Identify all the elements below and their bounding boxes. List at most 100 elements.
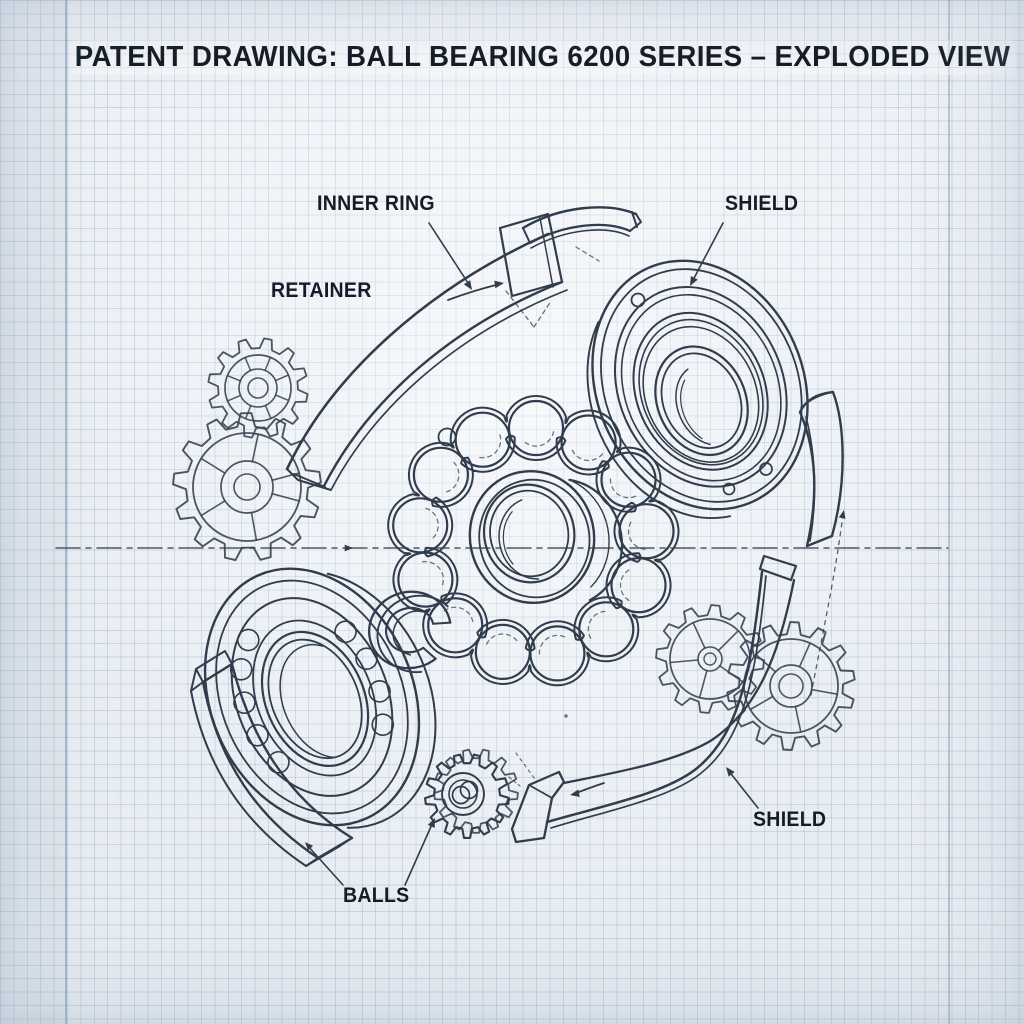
leader-shield-top	[691, 222, 724, 283]
arc-outer-edge-2	[550, 575, 767, 829]
ball-highlight	[421, 560, 445, 587]
hub-face	[478, 478, 591, 599]
pinion-bore	[451, 785, 471, 805]
construction-dash	[508, 776, 521, 787]
sketch-line	[717, 629, 740, 652]
shield-hole	[759, 462, 773, 476]
page-title: PATENT DRAWING: BALL BEARING 6200 SERIES…	[70, 40, 1016, 75]
ball-highlight	[609, 476, 637, 499]
pinion-front-outline	[424, 753, 511, 839]
gear-outline	[726, 621, 856, 751]
sketch-line	[250, 511, 258, 541]
cage-rivet	[437, 427, 457, 447]
arc-top-end-face	[758, 554, 798, 582]
left-margin-shade	[0, 0, 65, 1024]
ball	[560, 414, 617, 471]
gear-outline	[207, 337, 309, 439]
hub-bore-back	[498, 499, 540, 580]
ball-highlight	[444, 461, 460, 493]
shield-groove	[632, 311, 769, 471]
leader-shield-bottom	[727, 769, 759, 809]
raceway-ball	[355, 647, 378, 671]
ball-highlight	[627, 520, 646, 550]
inner-ring-end-face	[286, 468, 332, 491]
sketch-ellipse	[247, 377, 269, 399]
arc-inner-edge	[562, 578, 796, 785]
wedge-tab-block	[498, 212, 564, 298]
center-axis-arrowhead	[344, 544, 353, 552]
inner-ring-inner-edge	[322, 280, 564, 488]
outer-ring-rim-2	[215, 579, 409, 815]
raceway-ball	[267, 750, 290, 774]
shield-disc-top-right	[586, 259, 809, 519]
sketch-line	[200, 457, 226, 474]
inner-ring-segment	[285, 232, 568, 491]
ball	[610, 557, 667, 614]
cage-outer-edge	[387, 395, 680, 687]
sketch-line	[749, 695, 774, 711]
construction-dash	[505, 290, 552, 328]
ball	[600, 451, 657, 508]
leader-shield-top-arrowhead	[690, 276, 698, 286]
outer-ring-side	[326, 572, 437, 829]
inner-ring-outer-edge	[285, 232, 550, 471]
leader-balls-right	[404, 821, 434, 886]
sketch-ellipse	[778, 673, 804, 699]
label-balls: BALLS	[343, 884, 410, 907]
hub-inner-ring	[468, 469, 624, 605]
sketch-line	[200, 500, 226, 517]
inner-ring-inner-edge-2	[330, 289, 568, 491]
ball	[427, 597, 484, 654]
gear-small-left	[207, 337, 309, 439]
shield-flange-2	[620, 293, 782, 482]
sketch-ellipse	[224, 354, 292, 422]
shield-flange	[613, 285, 788, 488]
sketch-ellipse	[743, 638, 839, 734]
construction-dash	[515, 752, 538, 783]
hub-bore	[482, 483, 576, 584]
raceway-ball	[371, 713, 395, 737]
direction-arrowhead	[494, 280, 504, 289]
hub-bore-back-2	[502, 511, 514, 565]
shield-arc-bottom-right	[510, 554, 798, 844]
construction-dash	[575, 246, 600, 262]
plate-end-face	[190, 650, 233, 692]
wedge-segment	[498, 206, 642, 298]
wedge-end-face	[629, 211, 642, 232]
raceway-ball	[229, 657, 253, 681]
ball	[618, 503, 675, 560]
hub-outer	[468, 469, 596, 605]
outer-ring-raceway-inner	[252, 619, 378, 777]
plate-top-edge	[800, 391, 834, 409]
ball-highlight	[523, 431, 555, 447]
leader-inner-ring-arrowhead	[463, 280, 472, 290]
pinion-gear	[424, 748, 519, 839]
gear-large-left	[172, 412, 322, 562]
leader-balls-right-arrowhead	[427, 818, 435, 828]
wedge-tab-line	[539, 217, 554, 288]
shield-plate-right	[798, 390, 844, 548]
label-shield-bottom: SHIELD	[753, 808, 827, 831]
wedge-left-edge	[522, 227, 531, 244]
sketch-line	[669, 659, 699, 664]
wedge-bottom-edge	[528, 223, 632, 245]
ball-highlight	[485, 633, 519, 645]
outer-ring-bore-back	[279, 643, 336, 759]
shield-hole	[722, 482, 736, 496]
outer-ring-raceway-outer	[230, 597, 394, 797]
plate-end-face-bottom	[305, 837, 353, 867]
ball-highlight	[477, 434, 502, 459]
shield-side-thickness	[586, 320, 732, 519]
shield-groove-3	[642, 325, 760, 463]
arc-end-slab-lines	[528, 784, 553, 839]
ball-retainer-ring	[387, 395, 680, 687]
motion-dash-curve	[810, 513, 844, 696]
left-margin-line	[65, 0, 67, 1024]
ball-highlight	[587, 610, 607, 639]
ball	[578, 601, 635, 658]
arc-end-slab	[510, 770, 566, 844]
shield-plate-bottom-left	[190, 650, 354, 867]
label-inner-ring: INNER RING	[317, 192, 435, 215]
